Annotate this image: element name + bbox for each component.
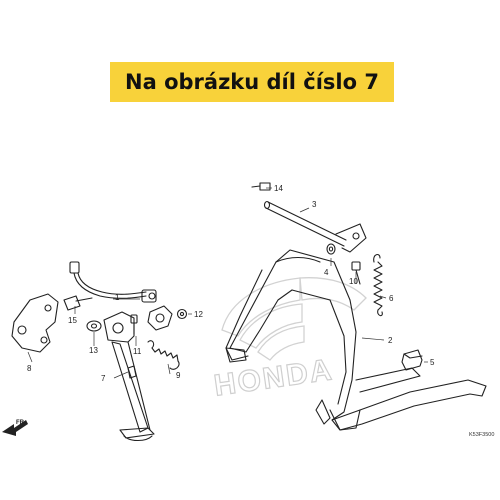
callout-8: 8 [27,364,32,373]
callout-15: 15 [68,316,77,325]
callout-13: 13 [89,346,98,355]
front-direction-arrow-icon [2,420,28,436]
callout-2: 2 [388,336,393,345]
highlight-banner: Na obrázku díl číslo 7 [110,62,394,102]
part-9-spring [147,340,180,370]
honda-wing-watermark [221,277,367,361]
leader-lines [27,187,428,379]
callout-5: 5 [430,358,435,367]
callout-9: 9 [176,371,181,380]
honda-watermark-text: HONDA [212,353,335,402]
direction-label: FR. [16,420,26,426]
part-14-bolt [251,182,271,191]
part-8-bracket [11,293,59,353]
diagram-code: K53F3500 [469,432,494,438]
part-2-main-stand [225,249,487,431]
part-6-spring [373,253,383,317]
part-12-nut [176,308,188,320]
callout-4: 4 [324,268,329,277]
part-3-shaft [263,200,367,253]
callout-3: 3 [312,200,317,209]
part-side-stand-pivot [147,305,173,331]
callout-11: 11 [133,347,142,356]
part-15-bolt [63,295,93,311]
part-10-bolt [351,261,361,285]
callout-6: 6 [389,294,394,303]
callout-7: 7 [101,374,106,383]
part-13-washer [86,320,102,332]
part-5-stopper [401,349,423,371]
part-4-washer [326,243,336,255]
callout-10: 10 [349,277,358,286]
part-7-side-stand [103,311,155,442]
callout-labels: 1 2 3 4 5 6 7 8 9 10 11 12 13 14 15 [27,184,435,383]
callout-14: 14 [274,184,283,193]
callout-12: 12 [194,310,203,319]
part-1-sensor-wire [69,261,157,303]
part-11-pin [130,314,138,335]
callout-1: 1 [115,293,120,302]
banner-text: Na obrázku díl číslo 7 [125,70,379,94]
